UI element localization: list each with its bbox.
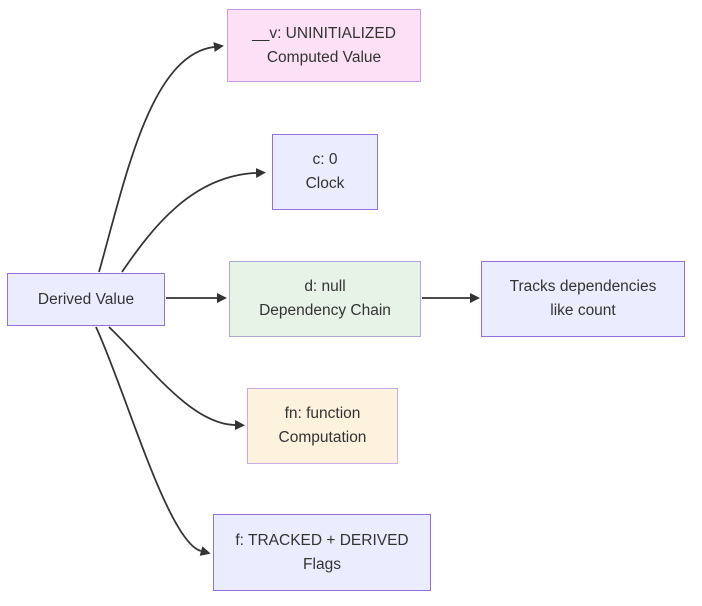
node-tracks-dependencies: Tracks dependencies like count <box>481 261 685 337</box>
edge-derived-to-computation <box>108 326 245 430</box>
node-computed-value-line1: __v: UNINITIALIZED <box>252 24 396 42</box>
edge-derived-to-flags <box>95 326 211 556</box>
node-computed-value-line2: Computed Value <box>266 48 382 66</box>
node-clock: c: 0 Clock <box>272 134 378 210</box>
node-computation-line2: Computation <box>278 429 367 446</box>
node-tracks-dependencies-line1: Tracks dependencies <box>509 278 657 295</box>
node-tracks-dependencies-line2: like count <box>550 302 616 319</box>
node-dependency-chain-line2: Dependency Chain <box>259 302 391 319</box>
edge-derived-to-clock <box>121 168 266 273</box>
node-clock-line2: Clock <box>305 175 345 192</box>
node-derived-value: Derived Value <box>7 273 165 326</box>
node-flags-line2: Flags <box>303 555 341 573</box>
node-dependency-chain-line1: d: null <box>304 278 346 295</box>
node-clock-line1: c: 0 <box>312 151 338 168</box>
node-computation: fn: function Computation <box>247 388 398 464</box>
node-computed-value: __v: UNINITIALIZED Computed Value <box>227 9 421 82</box>
node-flags: f: TRACKED + DERIVED Flags <box>213 514 431 591</box>
node-computation-line1: fn: function <box>284 405 361 422</box>
node-flags-line1: f: TRACKED + DERIVED <box>235 531 409 549</box>
edge-derived-to-computed <box>98 42 224 273</box>
node-derived-value-label: Derived Value <box>37 290 135 308</box>
node-dependency-chain: d: null Dependency Chain <box>229 261 421 337</box>
